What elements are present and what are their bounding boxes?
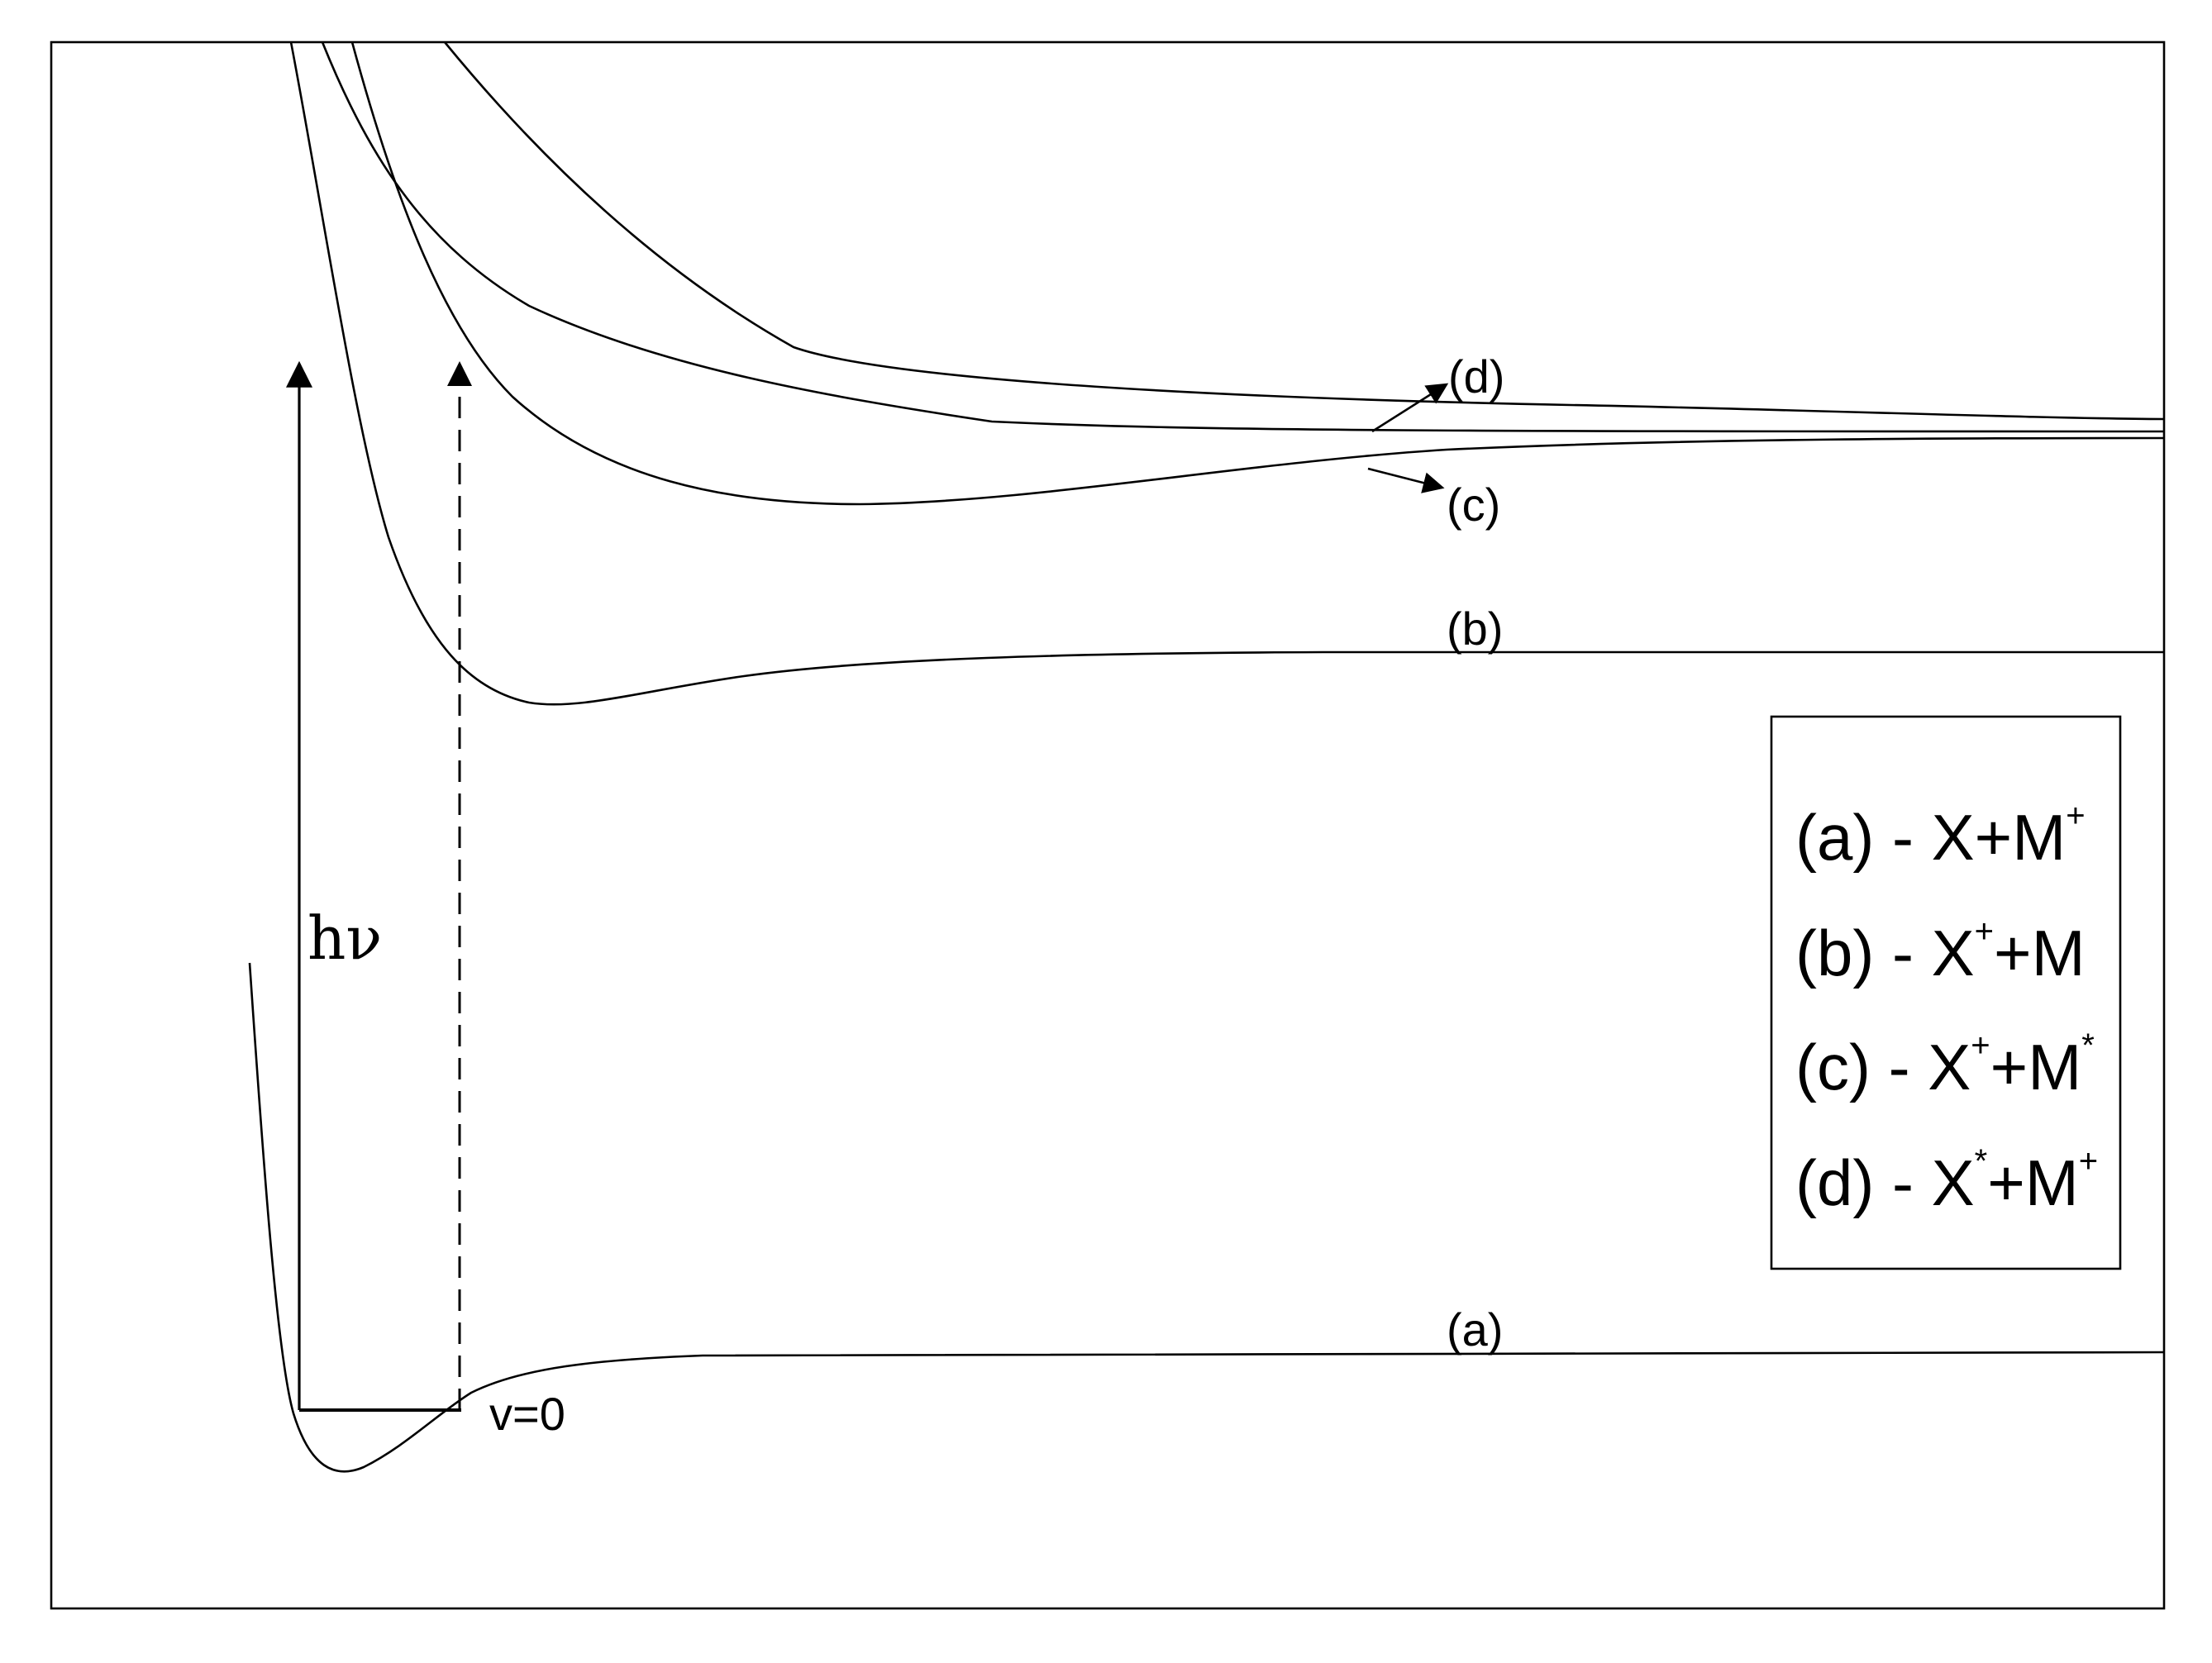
legend-entry-a: (a) - X+M+ <box>1795 798 2086 874</box>
curve-label-d: (d) <box>1448 350 1504 403</box>
curve-label-c: (c) <box>1447 479 1500 531</box>
curve-b <box>289 41 2164 706</box>
curve-upper-extra <box>321 41 2165 433</box>
legend-entry-c: (c) - X++M* <box>1795 1027 2095 1103</box>
svg-text:(d) - X*+M+: (d) - X*+M+ <box>1795 1143 2098 1219</box>
curve-label-a: (a) <box>1447 1303 1503 1356</box>
curve-d <box>443 41 2165 421</box>
v0-label: v=0 <box>489 1388 565 1440</box>
legend-entry-b: (b) - X++M <box>1795 913 2086 989</box>
curve-c <box>350 41 2165 506</box>
legend-box <box>1770 715 2122 1270</box>
c-pointer-arrow <box>1367 467 1445 493</box>
plot-frame <box>50 41 2166 1610</box>
d-pointer-arrow <box>1371 383 1449 433</box>
svg-text:(c) - X++M*: (c) - X++M* <box>1795 1027 2095 1103</box>
curve-label-b: (b) <box>1447 603 1503 655</box>
svg-text:(b) - X++M: (b) - X++M <box>1795 913 2086 989</box>
legend-entry-d: (d) - X*+M+ <box>1795 1143 2098 1219</box>
svg-text:(a) - X+M+: (a) - X+M+ <box>1795 798 2086 874</box>
photon-label: hν <box>307 903 382 973</box>
